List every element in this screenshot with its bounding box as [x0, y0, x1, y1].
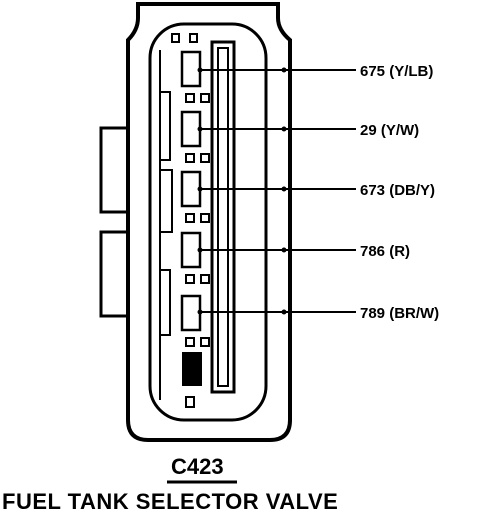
alignment-dot [185, 93, 195, 103]
component-name: FUEL TANK SELECTOR VALVE [2, 489, 338, 514]
pin-leader-dot [197, 309, 203, 315]
alignment-dot [185, 396, 195, 408]
pin-label: 786 (R) [360, 243, 410, 260]
alignment-dot [200, 213, 210, 223]
pin-leader-dot [281, 186, 287, 192]
connector-id: C423 [171, 454, 224, 479]
pin-label: 675 (Y/LB) [360, 63, 433, 80]
alignment-dot [171, 33, 180, 43]
pin-cavity [180, 294, 202, 332]
terminal-bar [210, 40, 236, 394]
alignment-dot [200, 153, 210, 163]
pin-leader-dot [281, 67, 287, 73]
pin-label: 673 (DB/Y) [360, 182, 435, 199]
alignment-dot [185, 274, 195, 284]
alignment-dot [200, 93, 210, 103]
pin-cavity [180, 170, 202, 208]
pin-cavity [180, 110, 202, 148]
alignment-dot [200, 274, 210, 284]
pin-leader-dot [197, 186, 203, 192]
alignment-dot [200, 337, 210, 347]
alignment-dot [185, 337, 195, 347]
left-ribs [159, 50, 173, 400]
terminal-block [182, 352, 202, 386]
pin-label: 29 (Y/W) [360, 122, 419, 139]
pin-leader-dot [281, 247, 287, 253]
pin-leader-dot [197, 67, 203, 73]
pin-leaders: 675 (Y/LB) 29 (Y/W) 673 (DB/Y) 786 (R) 789 (… [197, 63, 439, 322]
pin-label: 789 (BR/W) [360, 305, 439, 322]
pin-cavity [180, 50, 202, 88]
pin-cavity [180, 231, 202, 269]
pin-leader-dot [281, 126, 287, 132]
alignment-dot [185, 153, 195, 163]
alignment-dot [185, 213, 195, 223]
pin-leader-dot [197, 247, 203, 253]
alignment-dot [189, 33, 198, 43]
pin-leader-dot [281, 309, 287, 315]
pin-leader-dot [197, 126, 203, 132]
